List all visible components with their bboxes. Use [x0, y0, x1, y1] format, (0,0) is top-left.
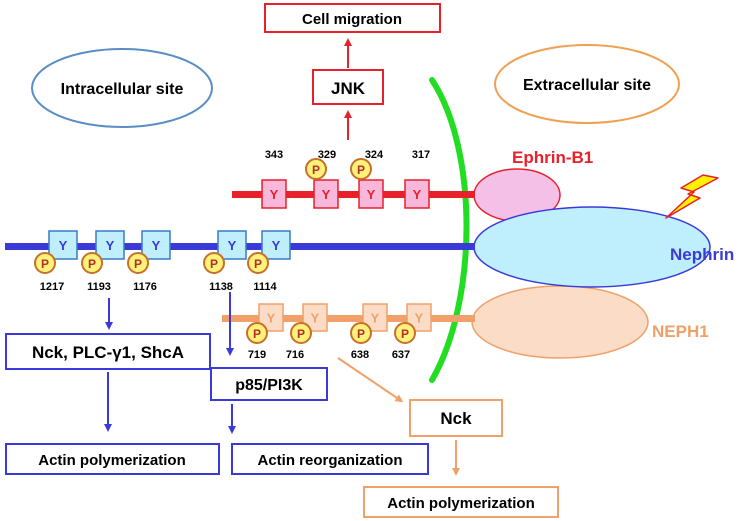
- actin-polymerization-bottom-box: [363, 486, 559, 518]
- nephrin-1114-phospho-circle: [247, 252, 269, 274]
- cell-migration-label: Cell migration: [302, 11, 402, 28]
- neph1-to-nck-arrow: [337, 357, 404, 403]
- neph1-716-phospho-circle: [290, 322, 312, 344]
- nephrin-1114-phospho-label: P: [254, 257, 262, 271]
- ephrin-324-phospho-circle: [350, 158, 372, 180]
- nck-plc-shca-label: Nck, PLC-γ1, ShcA: [32, 343, 184, 362]
- stimulus-lightning-icon: [665, 174, 719, 219]
- jnk-box: [312, 69, 384, 105]
- ephrin-324-site-number: 324: [365, 149, 384, 161]
- ephrin-329-site-number: 329: [318, 149, 336, 161]
- nck-box: [409, 399, 503, 437]
- nck-plc-shca-box: [5, 333, 211, 370]
- neph1-bar: [222, 315, 475, 322]
- nephrin-1217-site-number: 1217: [40, 281, 64, 293]
- nephrin-1217-phospho-circle: [34, 252, 56, 274]
- ephrin-317-site-number: 317: [412, 149, 430, 161]
- actin-reorganization-label: Actin reorganization: [257, 452, 402, 469]
- intracellular-ellipse: [31, 48, 213, 128]
- actin-polymerization-left-label: Actin polymerization: [38, 452, 186, 469]
- ephrin-329-phospho-circle: [305, 158, 327, 180]
- neph1-719-phospho-label: P: [253, 327, 261, 341]
- nephrin-1217-tyrosine-label: Y: [59, 238, 68, 253]
- neph1-label: NEPH1: [652, 322, 709, 341]
- cell-migration-box: [264, 3, 441, 33]
- neph1-716-tyrosine-label: Y: [311, 311, 320, 326]
- nephrin-1193-site-number: 1193: [87, 281, 111, 293]
- neph1-719-phospho-circle: [246, 322, 268, 344]
- p85-label: p85/PI3K: [235, 377, 303, 394]
- ephrin-329-tyrosine-label: Y: [322, 187, 331, 202]
- nephrin-1138-phospho-label: P: [210, 257, 218, 271]
- nephrin-1138-tyrosine-label: Y: [228, 238, 237, 253]
- neph1-638-phospho-label: P: [357, 327, 365, 341]
- nephrin-1217-tyrosine: [48, 230, 78, 260]
- neph1-716-phospho-label: P: [297, 327, 305, 341]
- nephrin-1138-site-number: 1138: [209, 281, 233, 293]
- nephrin-1114-site-number: 1114: [253, 281, 277, 293]
- ephrin-343-site-number: 343: [265, 149, 283, 161]
- neph1-637-phospho-label: P: [401, 327, 409, 341]
- nephrin-1176-phospho-circle: [127, 252, 149, 274]
- neph1-638-tyrosine-label: Y: [371, 311, 380, 326]
- ephrin-317-tyrosine-label: Y: [413, 187, 422, 202]
- neph1-638-site-number: 638: [351, 349, 369, 361]
- ephrin-317-tyrosine: [404, 179, 430, 209]
- neph1-716-tyrosine: [302, 303, 328, 332]
- nephrin-1193-phospho-label: P: [88, 257, 96, 271]
- neph1-637-site-number: 637: [392, 349, 410, 361]
- nck-label: Nck: [440, 409, 472, 428]
- jnk-label: JNK: [331, 79, 366, 98]
- ephrin-324-phospho-label: P: [357, 163, 365, 177]
- p85-box: [210, 367, 328, 401]
- nephrin-1176-tyrosine-label: Y: [152, 238, 161, 253]
- neph1-638-phospho-circle: [350, 322, 372, 344]
- neph1-extracellular-domain: [471, 285, 649, 359]
- nephrin-1176-phospho-label: P: [134, 257, 142, 271]
- nephrin-1114-tyrosine-label: Y: [272, 238, 281, 253]
- nephrin-1138-phospho-circle: [203, 252, 225, 274]
- ephrin-324-tyrosine: [358, 179, 384, 209]
- neph1-719-tyrosine-label: Y: [267, 311, 276, 326]
- ephrin-343-tyrosine: [261, 179, 287, 209]
- nephrin-1114-tyrosine: [261, 230, 291, 260]
- intracellular-label: Intracellular site: [61, 81, 184, 98]
- ephrin-343-tyrosine-label: Y: [270, 187, 279, 202]
- ephrin-329-phospho-label: P: [312, 163, 320, 177]
- ephrin-329-tyrosine: [313, 179, 339, 209]
- nephrin-1138-tyrosine: [217, 230, 247, 260]
- actin-reorganization-box: [231, 443, 429, 475]
- nephrin-1176-tyrosine: [141, 230, 171, 260]
- nephrin-1193-tyrosine-label: Y: [106, 238, 115, 253]
- nephrin-1217-phospho-label: P: [41, 257, 49, 271]
- nephrin-1193-phospho-circle: [81, 252, 103, 274]
- extracellular-label: Extracellular site: [523, 77, 651, 94]
- nephrin-1193-tyrosine: [95, 230, 125, 260]
- ephrin-label: Ephrin-B1: [512, 148, 593, 167]
- nephrin-1176-site-number: 1176: [133, 281, 157, 293]
- extracellular-ellipse: [494, 44, 680, 124]
- cell-membrane: [429, 77, 470, 383]
- ephrin-324-tyrosine-label: Y: [367, 187, 376, 202]
- nephrin-label: Nephrin: [670, 245, 734, 264]
- actin-polymerization-left-box: [5, 443, 220, 475]
- ephrin-bar: [232, 191, 475, 198]
- neph1-719-site-number: 719: [248, 349, 266, 361]
- neph1-637-tyrosine-label: Y: [415, 311, 424, 326]
- actin-polymerization-bottom-label: Actin polymerization: [387, 495, 535, 512]
- neph1-716-site-number: 716: [286, 349, 304, 361]
- neph1-637-phospho-circle: [394, 322, 416, 344]
